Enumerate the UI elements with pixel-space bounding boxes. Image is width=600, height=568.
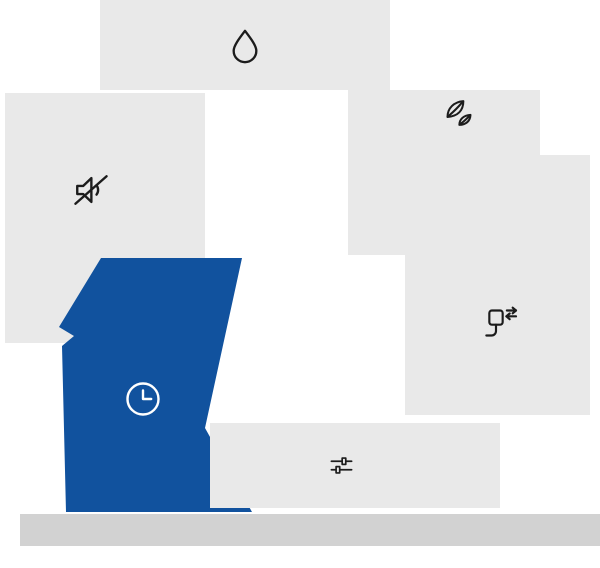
sliders-icon bbox=[330, 457, 353, 474]
plug-swap-icon bbox=[485, 306, 518, 337]
water-drop-icon bbox=[232, 29, 258, 64]
speaker-mute-icon bbox=[74, 175, 108, 205]
tile-moisture[interactable] bbox=[100, 0, 390, 90]
selected-tile-shape bbox=[59, 258, 252, 512]
clock-icon bbox=[126, 382, 160, 416]
tile-preferences[interactable] bbox=[210, 423, 500, 508]
tile-timer-selected[interactable] bbox=[55, 255, 260, 515]
bottom-bar bbox=[20, 514, 600, 546]
tile-power-source[interactable] bbox=[405, 155, 590, 415]
leaf-icon bbox=[446, 100, 472, 126]
